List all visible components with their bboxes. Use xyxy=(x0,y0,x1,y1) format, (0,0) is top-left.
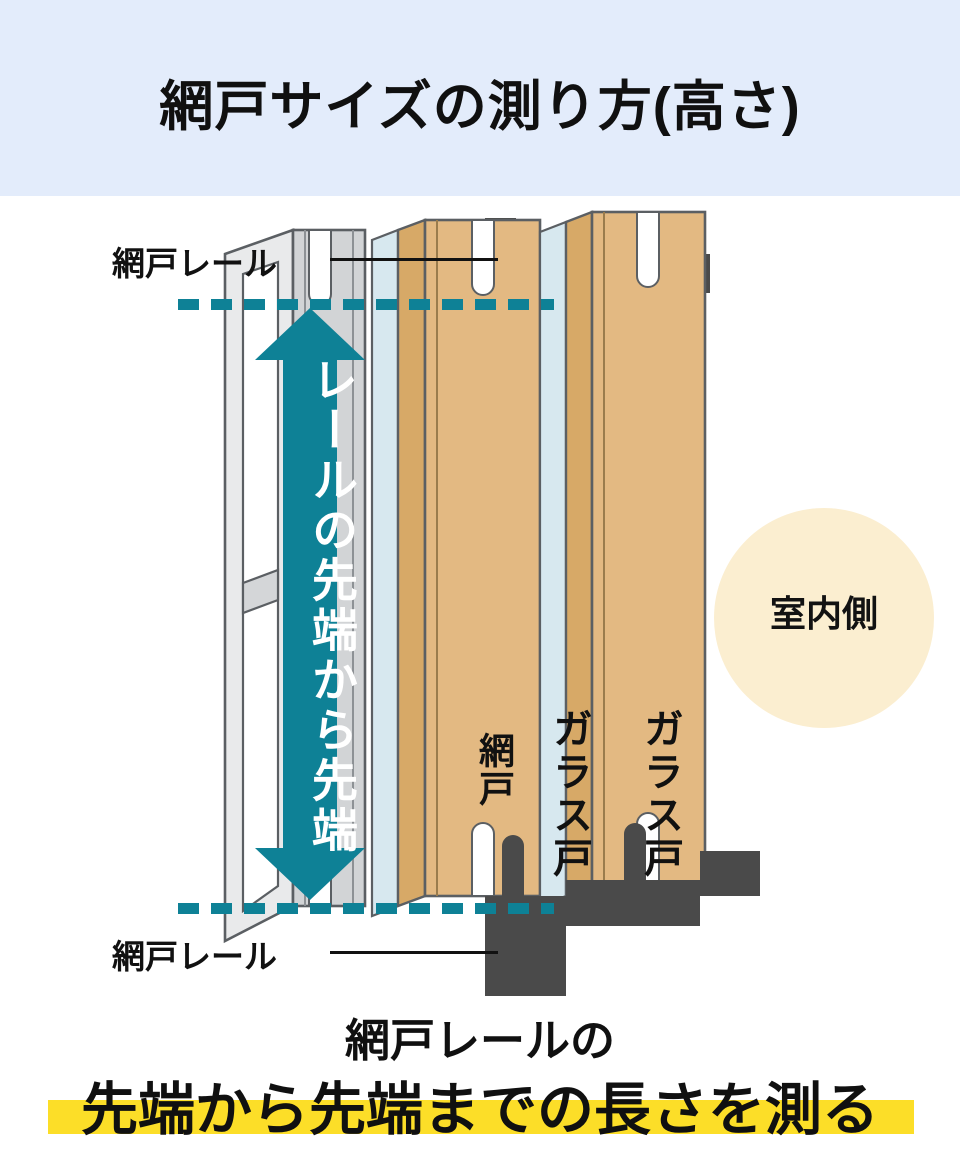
page-title: 網戸サイズの測り方(高さ) xyxy=(159,77,801,137)
panel-label-screen-door: 網戸 xyxy=(474,732,515,808)
panel-label-glass-door-2: ガラス戸 xyxy=(638,708,682,880)
glass-door-2 xyxy=(564,210,707,898)
bottom-sill xyxy=(485,823,760,996)
caption-highlight xyxy=(48,1100,914,1134)
bottom-rail-profile xyxy=(485,823,760,962)
panel-label-glass-door-1: ガラス戸 xyxy=(547,708,591,880)
glass-door-1 xyxy=(396,218,542,908)
callout-leader-bottom xyxy=(330,951,498,954)
indoor-side-marker xyxy=(714,508,934,728)
caption-line-2: 先端から先端までの長さを測る xyxy=(81,1078,879,1142)
caption-line-2-wrap: 先端から先端までの長さを測る xyxy=(0,1064,960,1142)
guide-line-bottom xyxy=(178,903,554,914)
callout-label-bottom: 網戸レール xyxy=(112,938,277,975)
caption-line-1: 網戸レールの xyxy=(344,1015,615,1066)
indoor-side-label: 室内側 xyxy=(769,593,878,634)
double-arrow-shape xyxy=(255,308,365,900)
window-cross-section xyxy=(223,210,760,996)
callout-label-top: 網戸レール xyxy=(112,245,277,282)
diagram-stage: 室内側 xyxy=(0,196,960,1006)
guide-line-top xyxy=(178,299,554,310)
header-band xyxy=(0,0,960,196)
measure-arrow xyxy=(255,308,365,900)
callout-leader-top xyxy=(330,258,498,261)
glass-pane-1 xyxy=(370,228,400,918)
